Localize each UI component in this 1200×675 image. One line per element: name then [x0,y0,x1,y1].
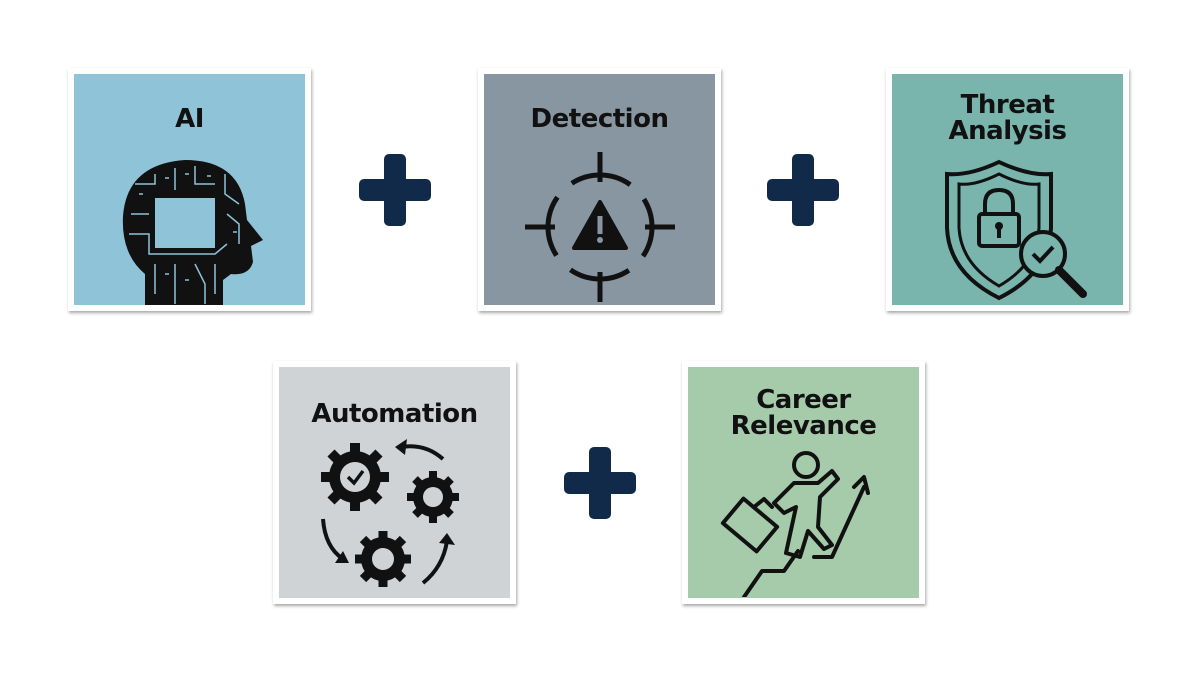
card-threat-analysis: Threat Analysis [886,68,1129,311]
shield-lock-magnifier-icon [945,159,1088,301]
circuit-head-icon [122,160,263,305]
card-detection-panel: Detection [484,74,715,305]
plus-operator [564,447,636,519]
target-warning-icon [524,152,675,302]
card-title: Automation [311,399,478,429]
card-title-line: Analysis [948,116,1067,146]
card-ai-panel: AI [74,74,305,305]
plus-operator [767,154,839,226]
card-threat-panel: Threat Analysis [892,74,1123,305]
card-career-relevance: Career Relevance [682,361,925,604]
gears-cycle-icon [320,439,459,587]
card-title-line: Threat [960,90,1055,120]
card-career-panel: Career Relevance [688,367,919,598]
plus-operator [359,154,431,226]
climbing-person-icon [720,451,870,597]
card-title: Detection [530,104,669,134]
card-ai: AI [68,68,311,311]
card-automation: Automation [273,361,516,604]
card-automation-panel: Automation [279,367,510,598]
card-detection: Detection [478,68,721,311]
card-title-line: Career [756,385,851,415]
card-title: AI [175,104,204,134]
card-title-line: Relevance [730,411,877,441]
